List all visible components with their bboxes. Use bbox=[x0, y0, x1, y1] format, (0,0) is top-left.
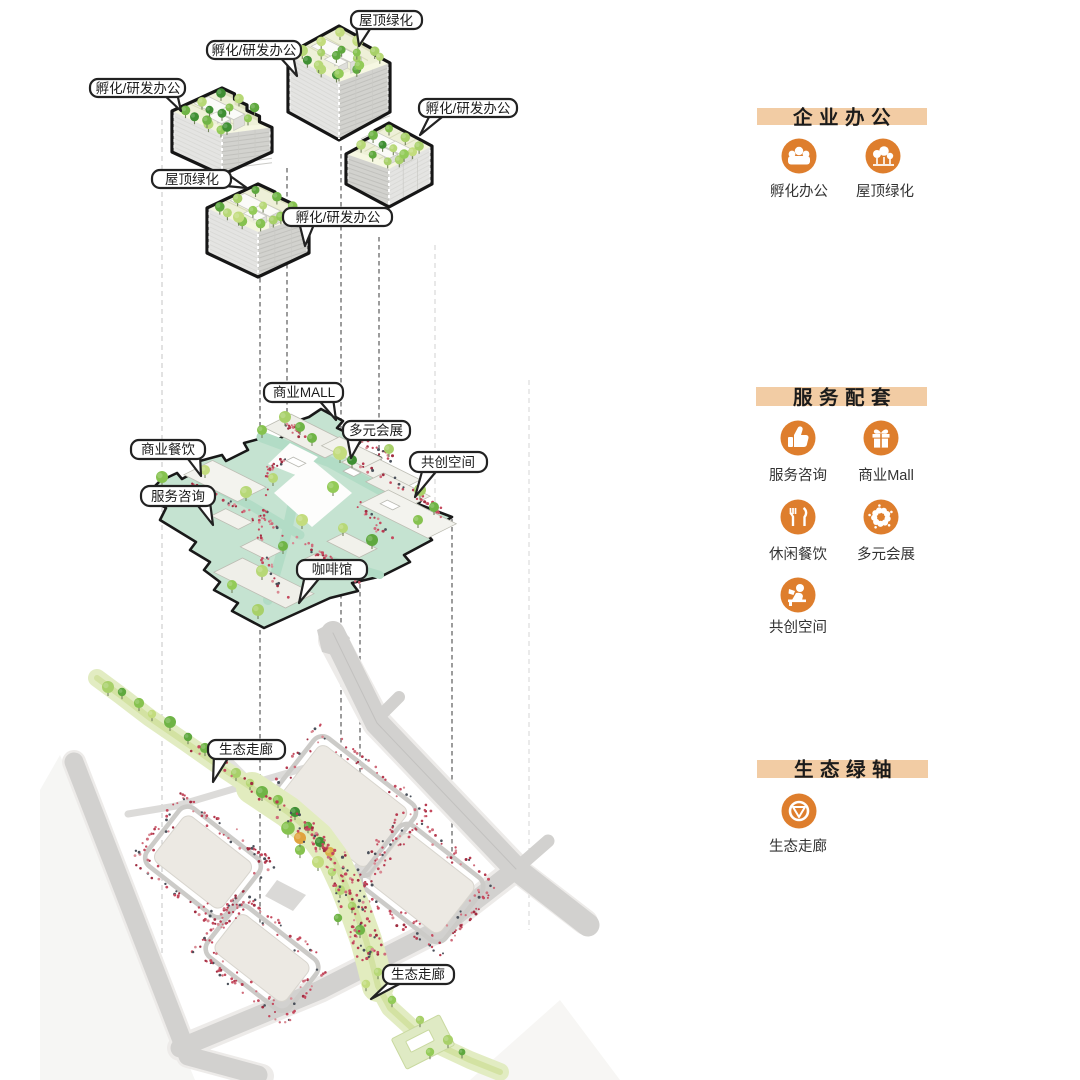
svg-text:孵化/研发办公: 孵化/研发办公 bbox=[96, 81, 181, 96]
svg-text:屋顶绿化: 屋顶绿化 bbox=[856, 183, 914, 200]
svg-text:生态走廊: 生态走廊 bbox=[219, 741, 273, 757]
svg-text:孵化/研发办公: 孵化/研发办公 bbox=[212, 43, 297, 58]
svg-text:生态走廊: 生态走廊 bbox=[391, 966, 445, 982]
svg-text:多元会展: 多元会展 bbox=[857, 546, 915, 563]
svg-text:屋顶绿化: 屋顶绿化 bbox=[165, 172, 219, 187]
svg-text:服务咨询: 服务咨询 bbox=[151, 489, 205, 504]
svg-text:多元会展: 多元会展 bbox=[349, 422, 403, 438]
svg-text:商业Mall: 商业Mall bbox=[858, 467, 914, 484]
svg-text:共创空间: 共创空间 bbox=[421, 455, 475, 470]
svg-text:休闲餐饮: 休闲餐饮 bbox=[769, 546, 827, 563]
svg-text:商业MALL: 商业MALL bbox=[273, 385, 336, 400]
svg-text:服务咨询: 服务咨询 bbox=[769, 467, 827, 484]
svg-text:孵化/研发办公: 孵化/研发办公 bbox=[426, 101, 511, 116]
svg-text:咖啡馆: 咖啡馆 bbox=[312, 562, 353, 577]
svg-text:共创空间: 共创空间 bbox=[769, 619, 827, 636]
svg-text:生态绿轴: 生态绿轴 bbox=[794, 758, 898, 781]
svg-text:孵化/研发办公: 孵化/研发办公 bbox=[296, 210, 381, 225]
svg-text:商业餐饮: 商业餐饮 bbox=[141, 442, 195, 457]
svg-text:企业办公: 企业办公 bbox=[792, 106, 897, 129]
svg-text:服务配套: 服务配套 bbox=[793, 386, 897, 409]
svg-text:屋顶绿化: 屋顶绿化 bbox=[359, 13, 413, 28]
svg-text:生态走廊: 生态走廊 bbox=[769, 838, 827, 855]
svg-text:孵化办公: 孵化办公 bbox=[770, 183, 828, 200]
